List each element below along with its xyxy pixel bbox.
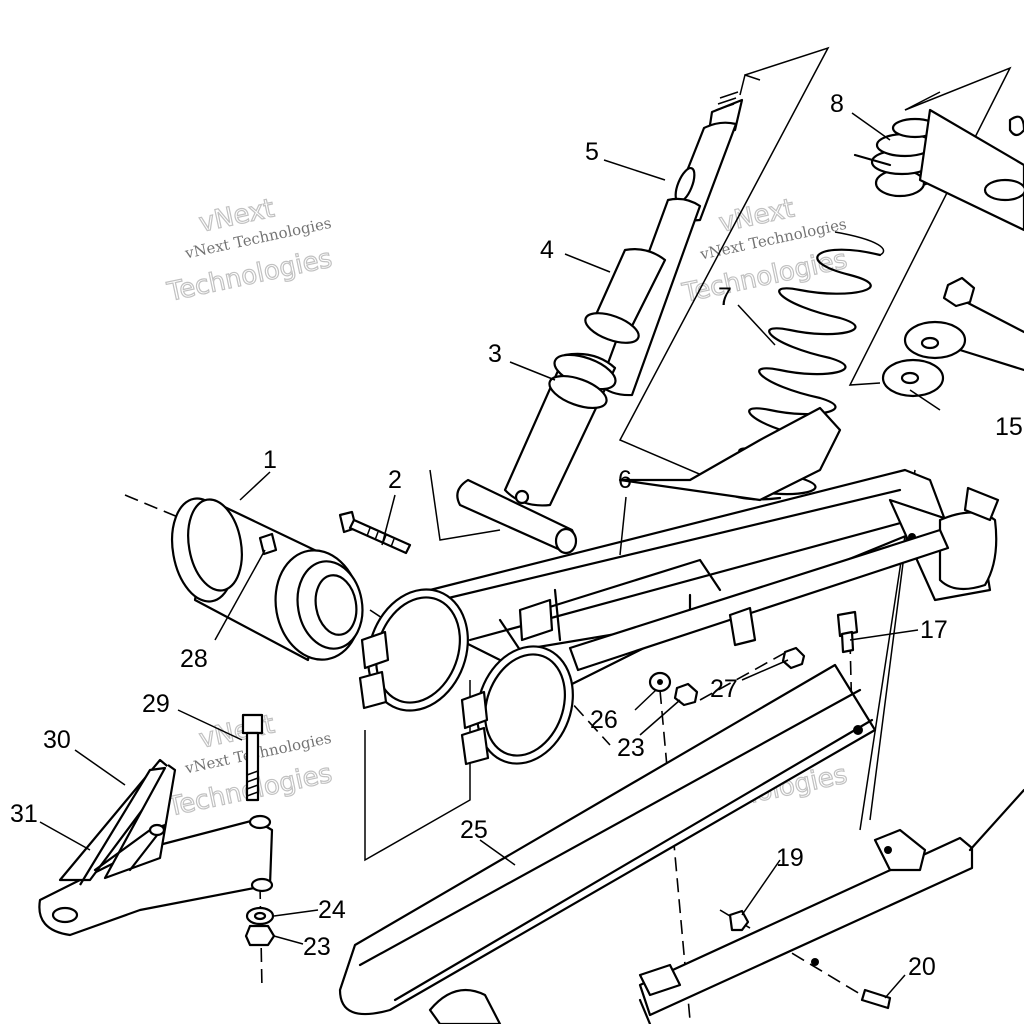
right-rail xyxy=(638,788,1024,1024)
callout-20: 20 xyxy=(908,953,936,981)
lower-rail-part-25 xyxy=(338,663,877,1024)
fasteners-middle xyxy=(648,646,806,707)
front-bracket-parts-30-31 xyxy=(38,758,274,937)
callout-23b: 23 xyxy=(303,933,331,961)
callout-3: 3 xyxy=(488,340,502,368)
washer-nut-part-15 xyxy=(881,276,1024,398)
callout-27: 27 xyxy=(710,675,738,703)
callout-15: 15 xyxy=(995,413,1023,441)
bearing-housing-part-1 xyxy=(171,497,364,662)
bolt-stack-left xyxy=(241,713,276,947)
callout-4: 4 xyxy=(540,236,554,264)
exploded-bracket-lines xyxy=(364,46,1012,862)
callout-30: 30 xyxy=(43,726,71,754)
shock-lower-part-3 xyxy=(503,352,617,507)
callout-19: 19 xyxy=(776,844,804,872)
callout-26: 26 xyxy=(590,706,618,734)
callout-2: 2 xyxy=(388,466,402,494)
callout-24: 24 xyxy=(318,896,346,924)
callout-25: 25 xyxy=(460,816,488,844)
watermark-top-left: vNext vNext Technologies Technologies xyxy=(164,193,336,309)
callout-5: 5 xyxy=(585,138,599,166)
bolt-part-2 xyxy=(338,510,412,555)
callout-6: 6 xyxy=(618,466,632,494)
front-clamp-rings xyxy=(358,588,574,766)
callout-23a: 23 xyxy=(617,734,645,762)
fasteners-lower-right xyxy=(728,909,892,1010)
swing-arm-frame xyxy=(428,406,1000,692)
callout-17: 17 xyxy=(920,616,948,644)
callout-31: 31 xyxy=(10,800,38,828)
callout-1: 1 xyxy=(263,446,277,474)
upper-mount-plate xyxy=(853,108,1024,232)
callout-29: 29 xyxy=(142,690,170,718)
callout-7: 7 xyxy=(718,283,732,311)
callout-28: 28 xyxy=(180,645,208,673)
bolt-part-17 xyxy=(836,610,859,654)
callout-labels: 5 4 3 1 2 6 7 8 15 17 19 20 28 29 30 31 … xyxy=(10,90,1023,981)
leader-lines xyxy=(39,112,941,999)
callout-8: 8 xyxy=(830,90,844,118)
